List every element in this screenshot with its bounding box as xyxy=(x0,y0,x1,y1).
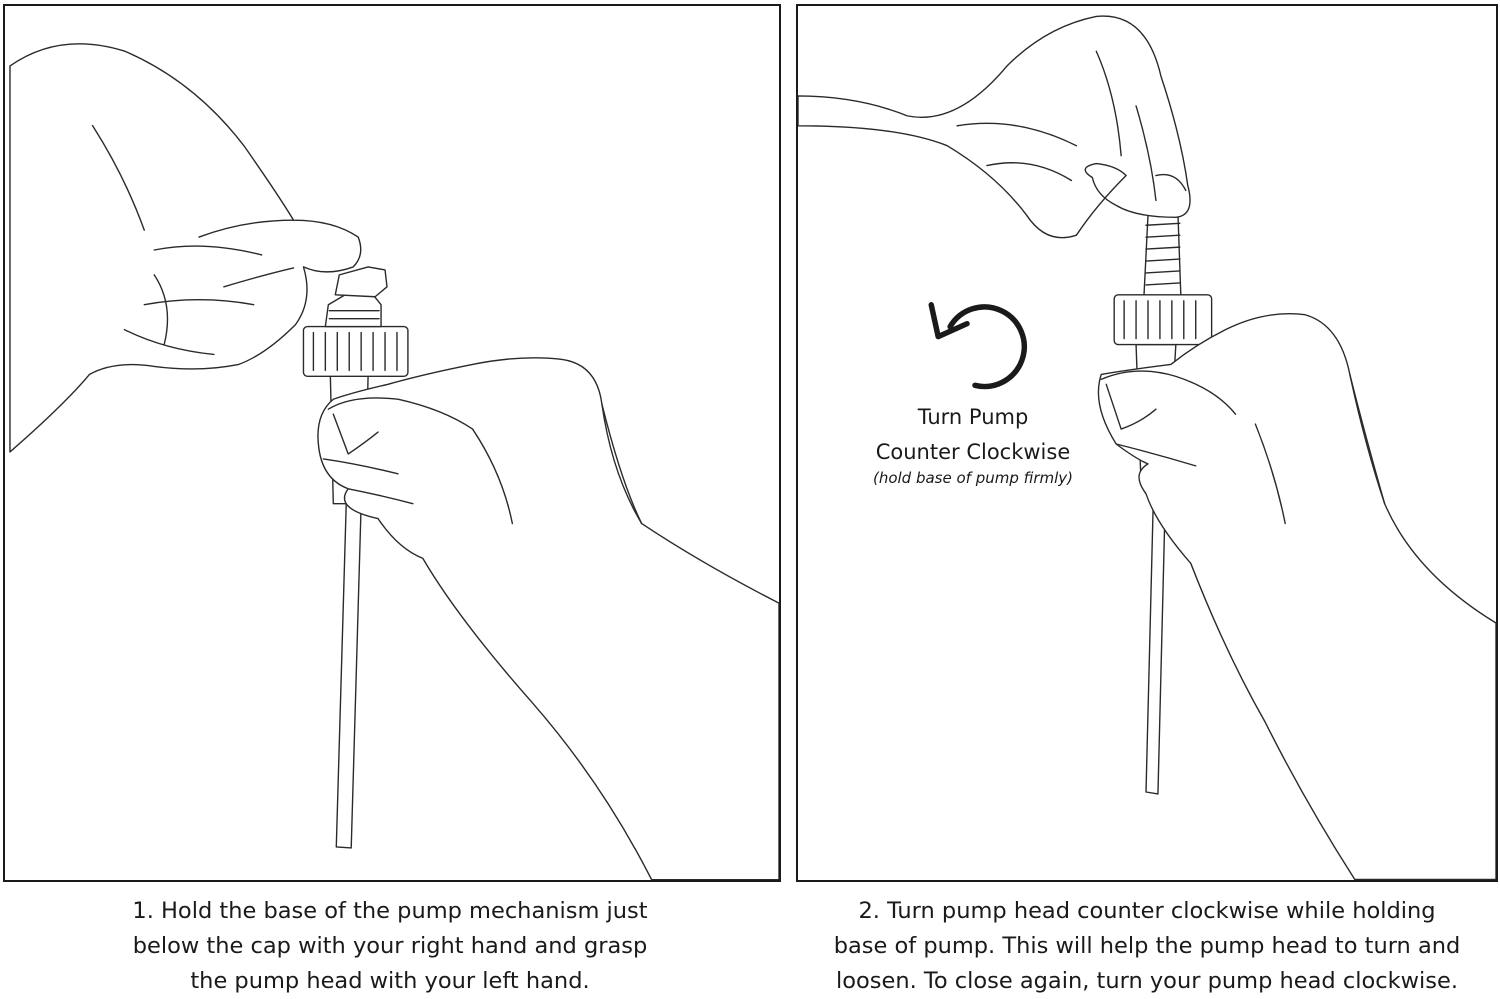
caption-line: 2. Turn pump head counter clockwise whil… xyxy=(796,894,1498,929)
step-1-caption: 1. Hold the base of the pump mechanism j… xyxy=(40,894,740,999)
turn-instruction-note: (hold base of pump firmly) xyxy=(848,468,1098,488)
caption-line: the pump head with your left hand. xyxy=(40,964,740,999)
caption-line: base of pump. This will help the pump he… xyxy=(796,929,1498,964)
turn-label-line: Counter Clockwise xyxy=(848,435,1098,470)
step-2-caption: 2. Turn pump head counter clockwise whil… xyxy=(796,894,1498,999)
caption-line: below the cap with your right hand and g… xyxy=(40,929,740,964)
step-2-illustration-panel: Turn Pump Counter Clockwise (hold base o… xyxy=(796,4,1498,882)
turn-label-line: Turn Pump xyxy=(848,400,1098,435)
step-1-hands-pump-drawing xyxy=(5,6,779,880)
caption-line: 1. Hold the base of the pump mechanism j… xyxy=(40,894,740,929)
step-1-illustration-panel xyxy=(3,4,781,882)
turn-instruction-label: Turn Pump Counter Clockwise xyxy=(848,400,1098,470)
caption-line: loosen. To close again, turn your pump h… xyxy=(796,964,1498,999)
counter-clockwise-arrow-icon xyxy=(931,305,1024,387)
